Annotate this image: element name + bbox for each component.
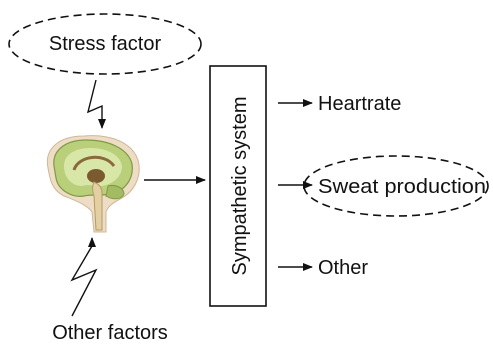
heartrate-label: Heartrate: [318, 93, 401, 115]
sweat-production-label: Sweat production: [318, 176, 486, 198]
other-factors-label: Other factors: [52, 322, 168, 344]
other-factors-lightning-arrow: [72, 238, 96, 316]
stress-factor-label: Stress factor: [49, 33, 162, 55]
sympathetic-system-label: Sympathetic system: [229, 97, 251, 276]
stress-lightning-arrow: [88, 80, 102, 128]
sweat-production-node: Sweat production: [304, 156, 488, 216]
other-output-label: Other: [318, 257, 368, 279]
brain-sagittal-icon: [47, 136, 139, 232]
stress-factor-node: Stress factor: [9, 14, 201, 74]
sympathetic-system-node: Sympathetic system: [210, 66, 266, 306]
